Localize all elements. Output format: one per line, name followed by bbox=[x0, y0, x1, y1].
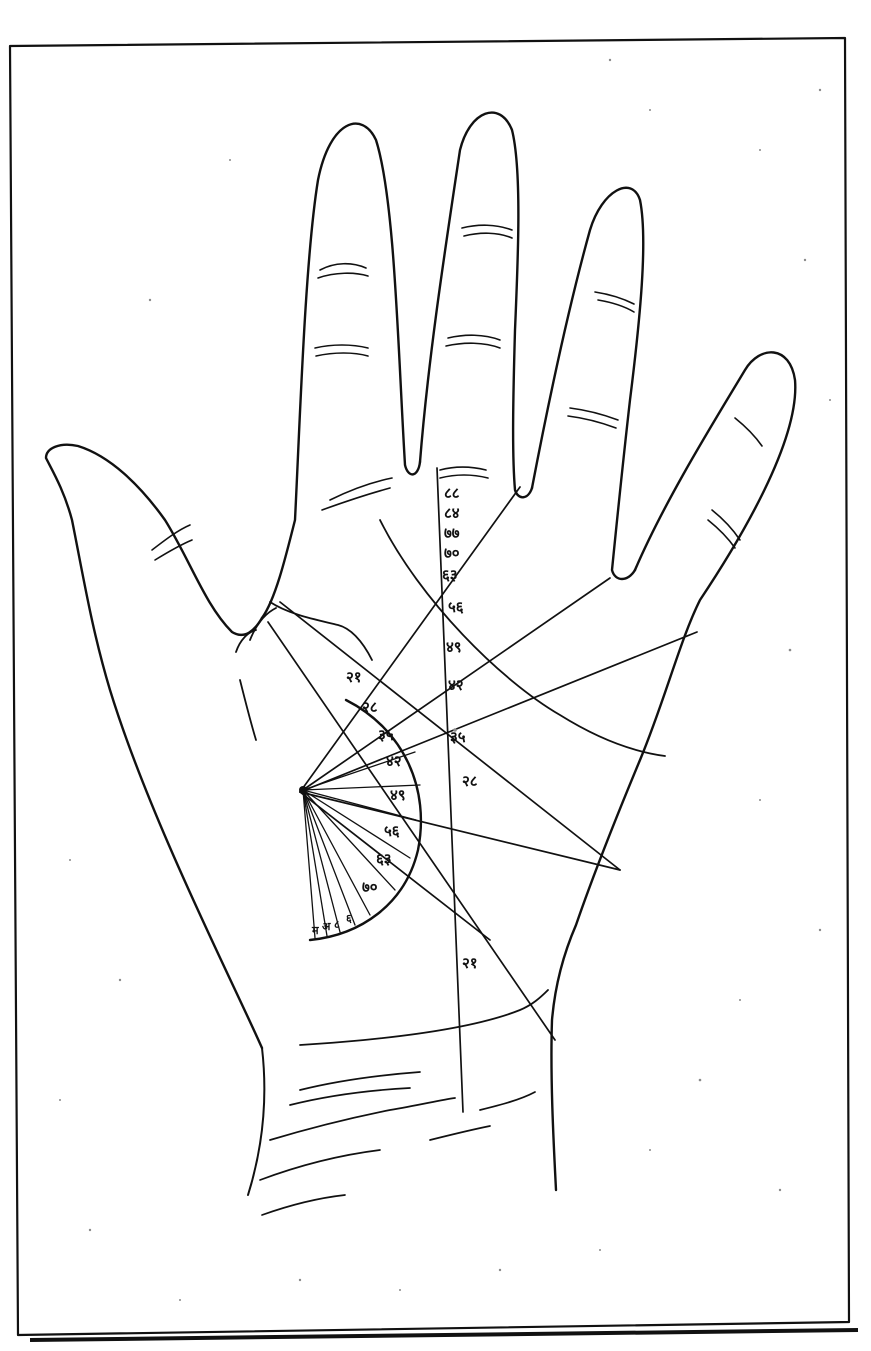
construction-lines bbox=[268, 468, 697, 1112]
fan-center-point bbox=[299, 786, 307, 794]
scale-label: ६३ bbox=[442, 566, 458, 584]
base-mark: म bbox=[311, 924, 319, 937]
scale-label: ४२ bbox=[448, 676, 464, 694]
wrist-arc bbox=[300, 990, 548, 1045]
scale-label: ८४ bbox=[444, 504, 460, 522]
scale-label: २१ bbox=[462, 954, 478, 972]
scale-label: ७७ bbox=[444, 524, 460, 542]
base-mark: अ bbox=[322, 920, 331, 933]
scale-label: ५६ bbox=[448, 598, 464, 616]
base-mark: ८ bbox=[334, 918, 340, 931]
arc-label: ५६ bbox=[384, 822, 400, 840]
scale-label: ७० bbox=[444, 544, 460, 562]
scale-label: ३५ bbox=[450, 728, 466, 746]
wrist-creases bbox=[260, 1072, 535, 1215]
base-marks: म अ ८ ६ bbox=[311, 912, 352, 937]
arc-label: ६३ bbox=[376, 850, 392, 868]
head-line bbox=[270, 602, 372, 660]
fan-lines bbox=[303, 752, 420, 938]
frame-bottom-bar bbox=[30, 1330, 858, 1340]
arc-label: ४२ bbox=[386, 752, 402, 770]
arc-label: ७० bbox=[362, 878, 378, 896]
scale-label: ४९ bbox=[446, 638, 462, 656]
arc-labels: २१ २८ ३५ ४२ ४९ ५६ ६३ ७० bbox=[346, 668, 406, 896]
arc-label: ४९ bbox=[390, 786, 406, 804]
scale-label: २८ bbox=[462, 772, 478, 790]
arc-label: २१ bbox=[346, 668, 362, 686]
arc-label: ३५ bbox=[378, 726, 394, 744]
base-mark: ६ bbox=[346, 912, 352, 925]
arc-label: २८ bbox=[362, 698, 378, 716]
scale-label: ८८ bbox=[444, 484, 460, 502]
